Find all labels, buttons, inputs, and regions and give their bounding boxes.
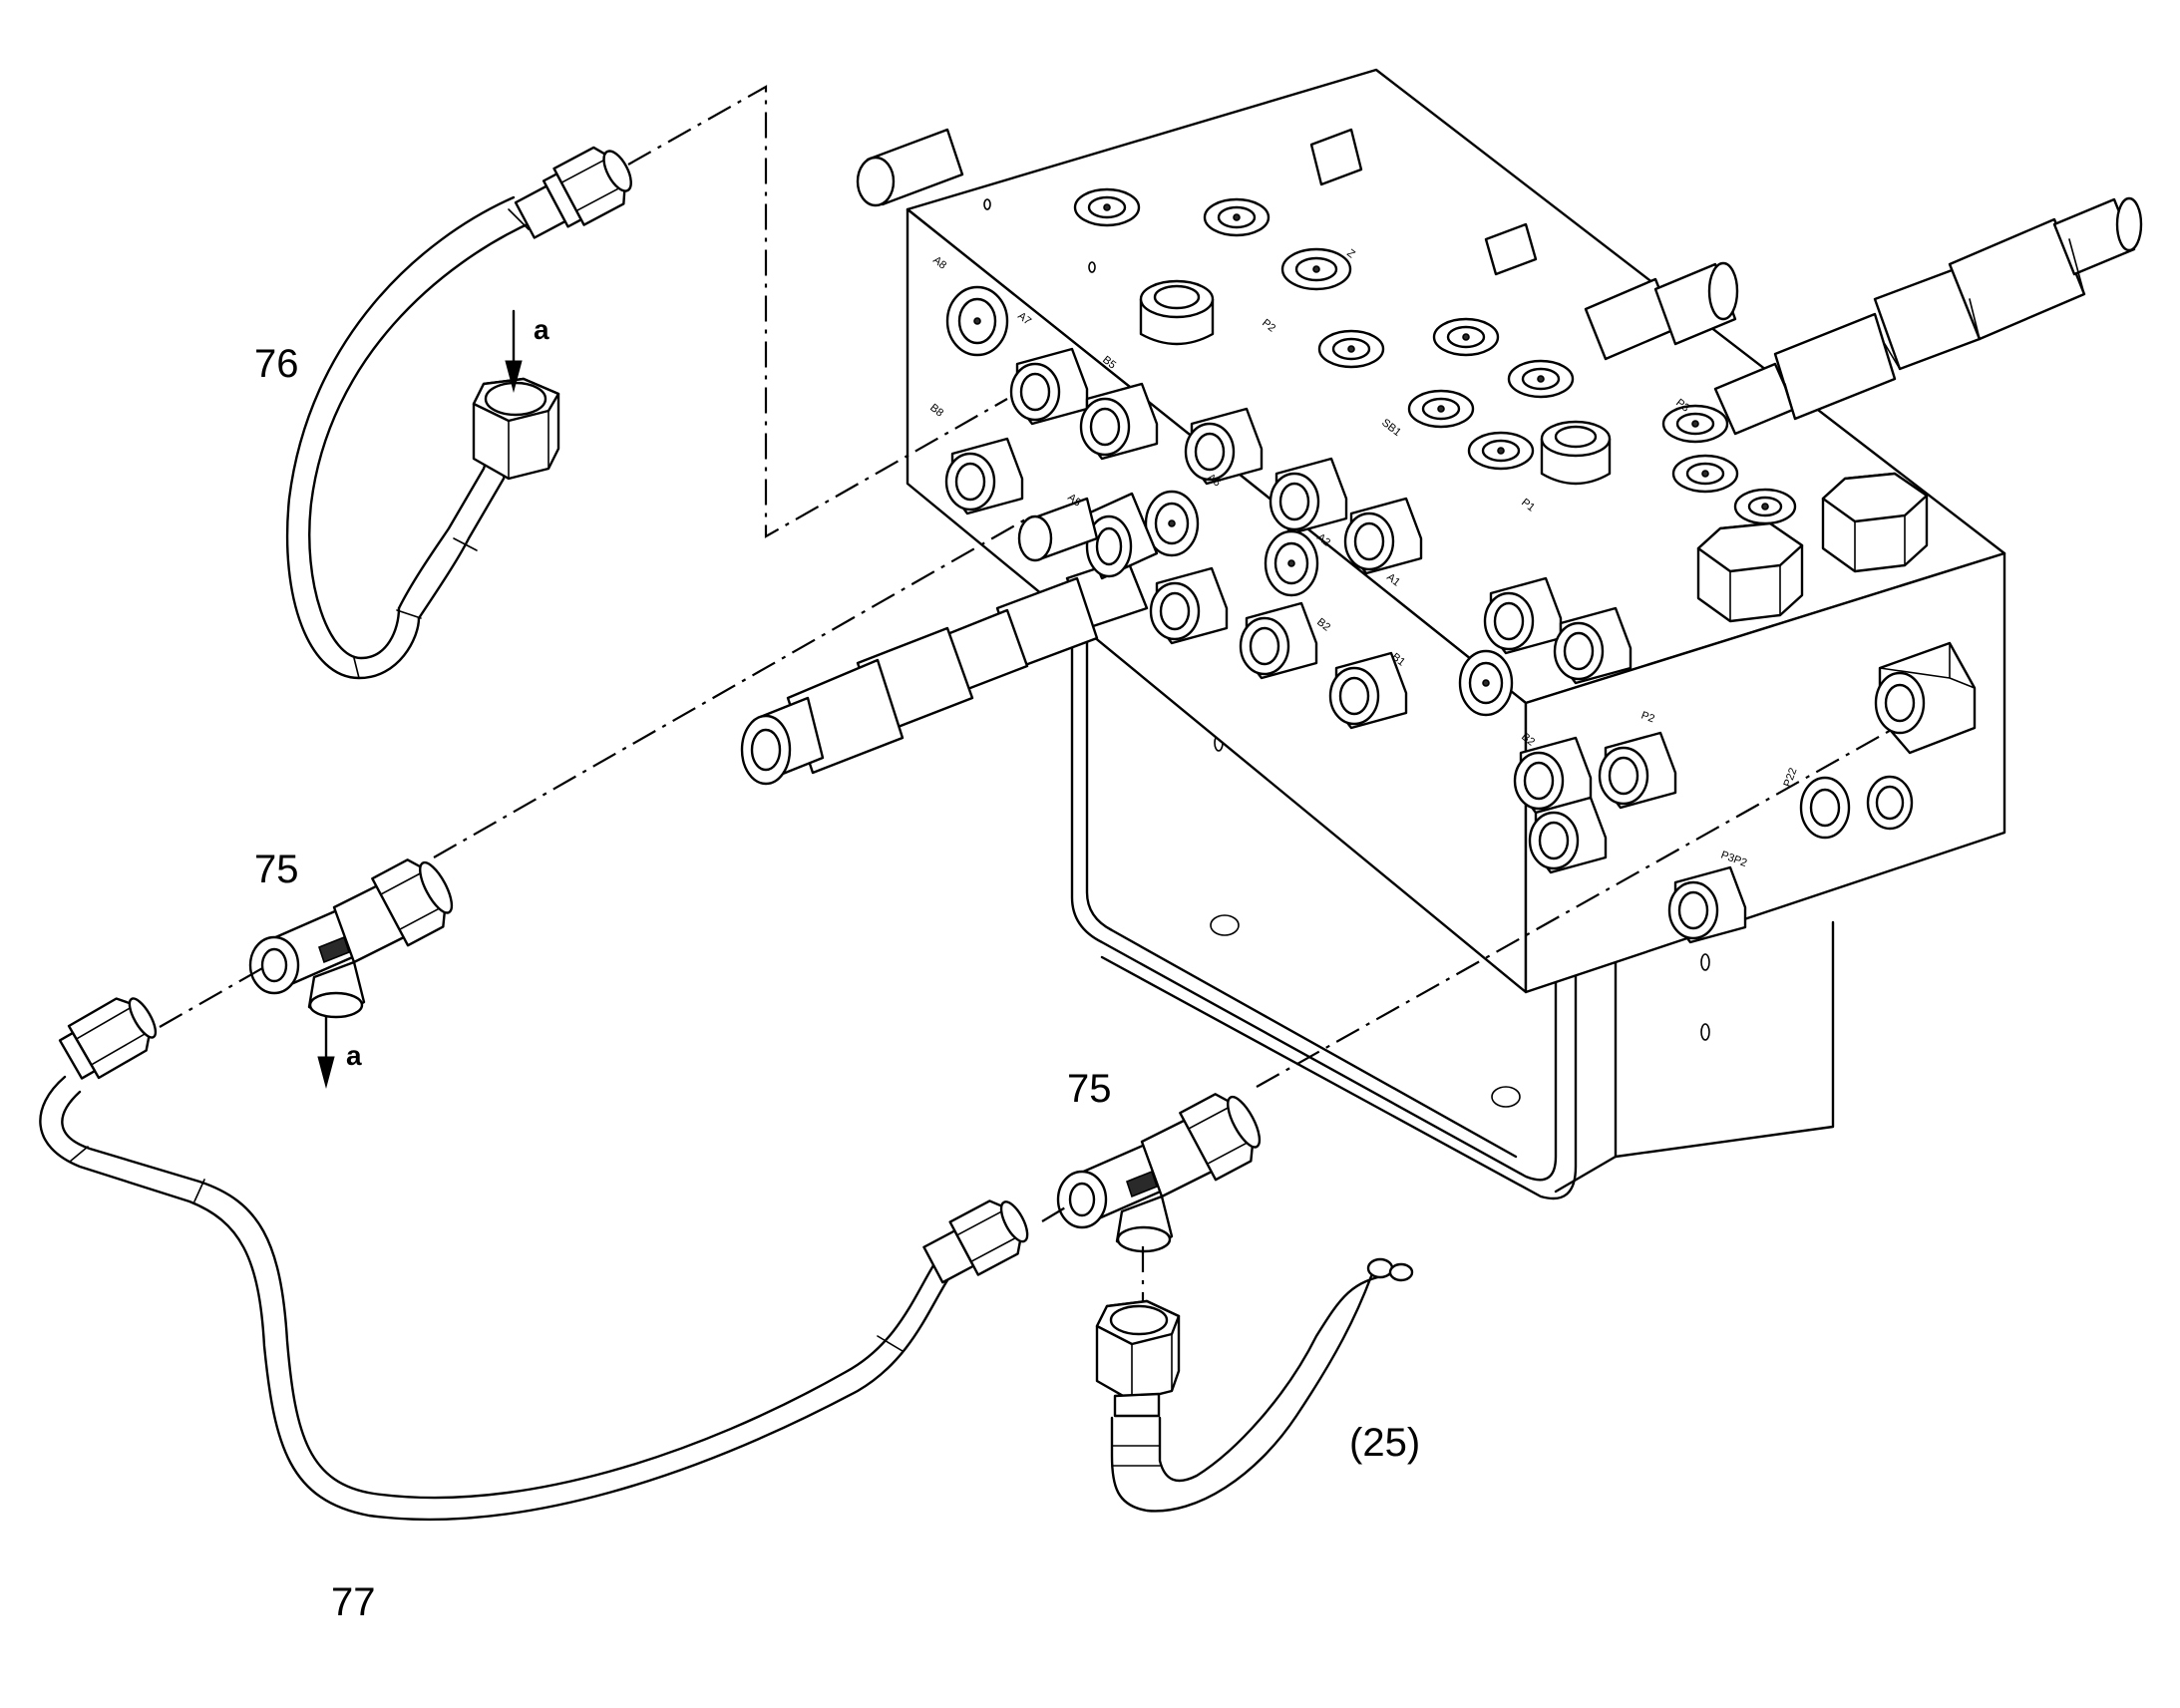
assembly-centerlines [159, 85, 1896, 1301]
valve-block-icon: A8 A7 B5 B8 A5 A6 A2 A1 B2 B1 B2 P2 Z SB… [740, 68, 2143, 1200]
hose-25-icon [1095, 1257, 1414, 1513]
hose-77-icon [39, 997, 1029, 1522]
end-face-fittings [1799, 641, 1977, 840]
callout-77: 77 [331, 1580, 376, 1624]
callout-75-upper: 75 [254, 848, 299, 891]
rear-fittings [856, 128, 1538, 276]
tee-fitting-icon [248, 858, 454, 1019]
callout-25-reference: (25) [1349, 1421, 1420, 1465]
arrow-label: a [346, 1040, 362, 1071]
port-label: P2 [1639, 710, 1656, 726]
left-fitting-assembly [740, 492, 1159, 786]
tee-fitting-icon [1056, 1093, 1262, 1253]
arrow-a-lower: a [317, 1015, 362, 1089]
front-face-fittings [944, 285, 1747, 944]
top-ports [983, 187, 1929, 623]
callout-75-lower: 75 [1067, 1067, 1112, 1111]
callout-76: 76 [254, 342, 299, 386]
right-fitting-chain [1584, 196, 2143, 436]
arrow-a-upper: a [505, 309, 549, 393]
hose-76-icon [285, 146, 632, 680]
arrow-label: a [534, 314, 549, 345]
